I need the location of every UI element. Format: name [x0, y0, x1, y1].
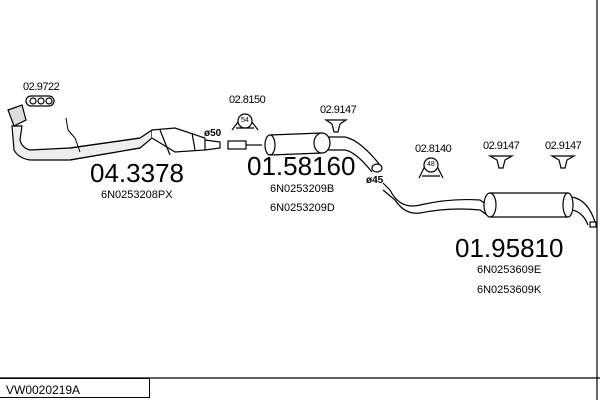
- oe-number: 6N0253208PX: [101, 189, 173, 201]
- front-pipe-catalyst[interactable]: [7, 104, 262, 161]
- oe-number: 6N0253209D: [270, 202, 335, 214]
- oe-number: 6N0253609K: [477, 284, 542, 296]
- clamp-02-8140[interactable]: [418, 157, 444, 179]
- oe-number: 6N0253209B: [270, 183, 335, 195]
- clamp-number: 02.9722: [23, 81, 60, 93]
- clamp-number: 02.8140: [415, 143, 452, 155]
- hanger-02-9147-c[interactable]: [549, 155, 577, 169]
- clamp-number: 02.9147: [320, 104, 357, 116]
- part-number[interactable]: 04.3378: [90, 158, 184, 188]
- clamp-02-9722[interactable]: [25, 95, 55, 107]
- clamp-number: 02.9147: [545, 140, 582, 152]
- clamp-size: 54: [241, 117, 249, 124]
- diameter-label: ø45: [366, 175, 384, 186]
- middle-silencer[interactable]: [264, 132, 383, 173]
- part-number[interactable]: 01.95810: [455, 233, 564, 263]
- part-number[interactable]: 01.58160: [247, 151, 356, 181]
- oe-number: 6N0253609E: [477, 264, 542, 276]
- diagram-reference: VW0020219A: [0, 378, 150, 398]
- diameter-label: ø50: [204, 128, 222, 139]
- hanger-02-9147-a[interactable]: [324, 119, 348, 133]
- clamp-02-8150[interactable]: [231, 113, 259, 131]
- clamp-number: 02.9147: [483, 140, 520, 152]
- hanger-02-9147-b[interactable]: [487, 155, 515, 169]
- rear-silencer[interactable]: [382, 182, 597, 228]
- clamp-size: 48: [427, 161, 435, 168]
- clamp-number: 02.8150: [229, 94, 266, 106]
